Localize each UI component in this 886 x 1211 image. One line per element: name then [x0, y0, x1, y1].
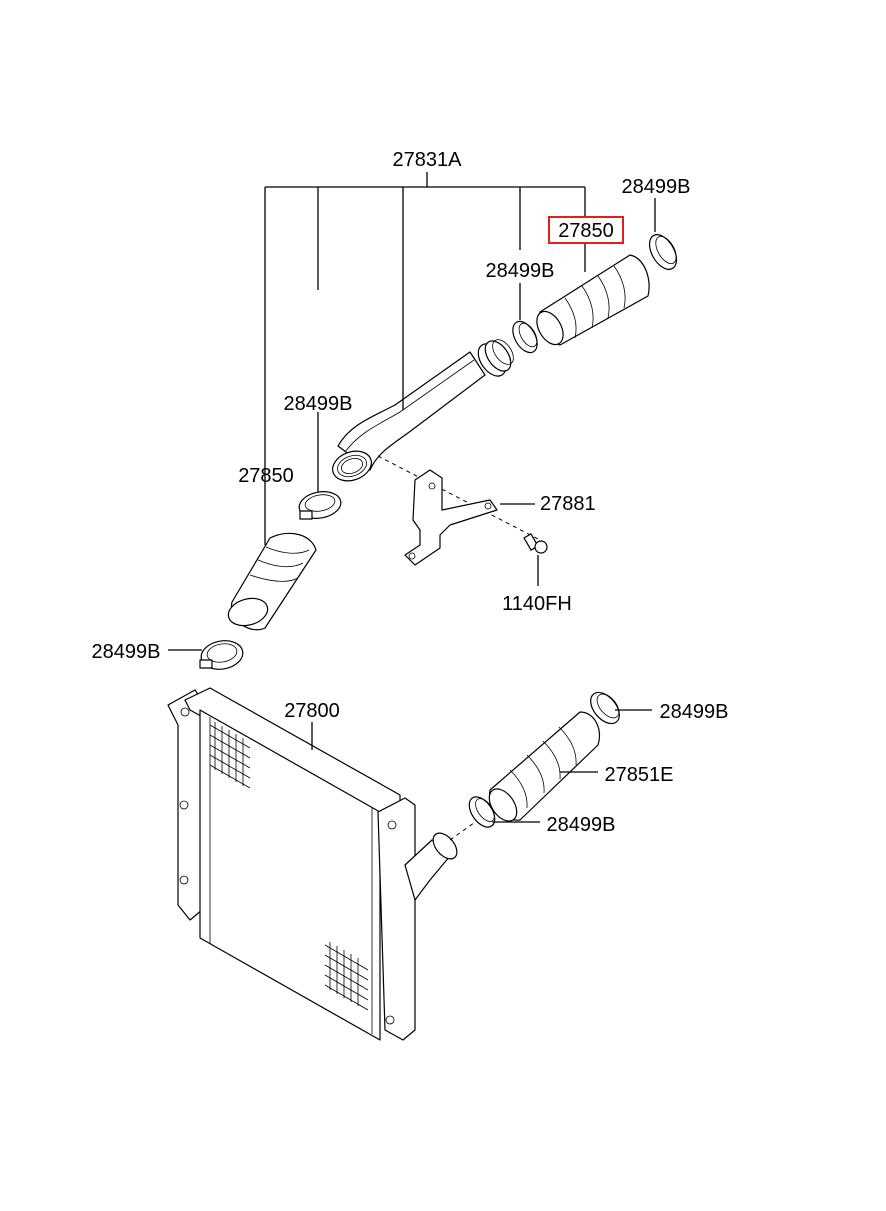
hose-upper-27850[interactable]	[531, 244, 650, 349]
label-28499B-left-lower: 28499B	[92, 641, 161, 663]
label-27831A: 27831A	[393, 149, 463, 171]
label-27851E: 27851E	[605, 764, 674, 786]
label-28499B-top-right: 28499B	[622, 176, 691, 198]
label-28499B-right-lower: 28499B	[547, 814, 616, 836]
label-27800: 27800	[284, 700, 340, 722]
label-27850-left: 27850	[238, 465, 294, 487]
bolt-1140FH[interactable]	[523, 533, 548, 586]
core-grid-bottom	[324, 942, 369, 1011]
clamp-right-upper[interactable]	[585, 687, 652, 729]
centerline-outlet-clamp	[449, 819, 479, 841]
label-27850-upper[interactable]: 27850	[558, 220, 614, 242]
clamp-top-right[interactable]	[644, 198, 682, 274]
label-28499B-right-upper: 28499B	[660, 701, 729, 723]
intercooler-27800[interactable]	[167, 687, 462, 1041]
label-27881: 27881	[540, 493, 596, 515]
leader-27831A	[264, 172, 586, 545]
centerline-pipe-bracket	[377, 455, 541, 541]
label-1140FH: 1140FH	[502, 593, 572, 615]
intercooler-pipe[interactable]	[328, 336, 517, 486]
clamp-right-lower[interactable]	[464, 792, 540, 831]
label-28499B-left-upper: 28499B	[284, 393, 353, 415]
clamp-upper-mid[interactable]	[508, 283, 542, 357]
clamp-left-upper[interactable]	[297, 412, 343, 521]
hose-left-27850[interactable]	[225, 532, 317, 631]
highlight-box-27850	[548, 216, 624, 244]
clamp-left-lower[interactable]	[168, 638, 245, 673]
label-28499B-upper-mid: 28499B	[486, 260, 555, 282]
bracket-27881[interactable]	[404, 469, 535, 566]
hose-lower-right-27851E[interactable]	[484, 711, 601, 826]
core-grid-top	[209, 722, 251, 789]
